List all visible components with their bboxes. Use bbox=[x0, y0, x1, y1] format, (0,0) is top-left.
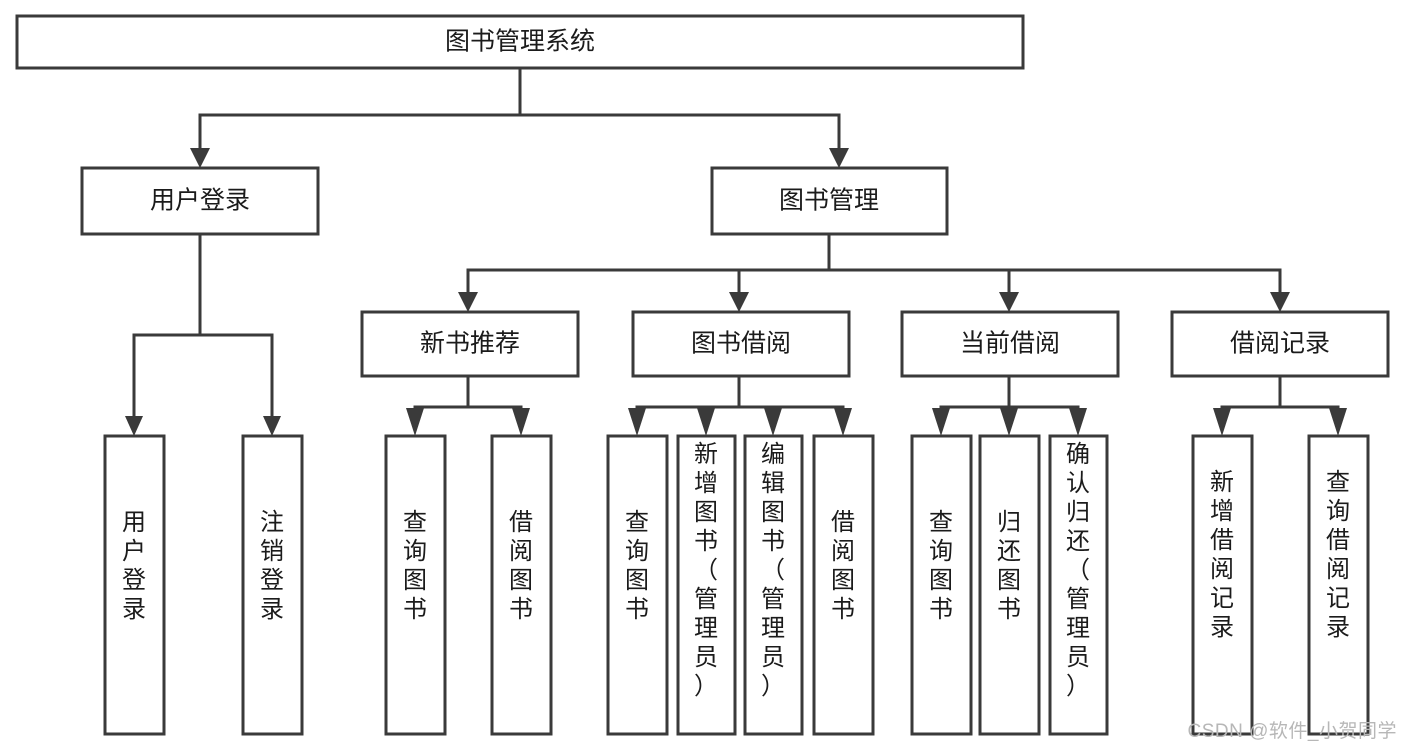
node-new-book-recommend-label: 新书推荐 bbox=[420, 330, 520, 358]
node-book-manage[interactable]: 图书管理 bbox=[710, 166, 949, 236]
node-borrow-record-label: 借阅记录 bbox=[1230, 330, 1330, 358]
leaf-node-user-login[interactable]: 用户登录 bbox=[103, 434, 166, 736]
leaf-node-return-book[interactable]: 归还图书 bbox=[978, 434, 1041, 736]
arrow-to-book-borrow bbox=[729, 292, 749, 312]
arrow-bookborrow-leaf-1 bbox=[628, 408, 646, 436]
connector-group-newbook-to-leaves bbox=[406, 374, 530, 436]
node-current-borrow-label: 当前借阅 bbox=[960, 330, 1060, 358]
leaf-node-borrow-book-1[interactable]: 借阅图书 bbox=[490, 434, 553, 736]
leaf-node-return-book-label: 归还图书 bbox=[997, 509, 1021, 623]
leaf-node-borrow-book-2-box[interactable] bbox=[812, 434, 875, 736]
leaf-node-add-borrow-record-box[interactable] bbox=[1191, 434, 1254, 736]
leaf-node-borrow-book-2[interactable]: 借阅图书 bbox=[812, 434, 875, 736]
arrow-userlogin-leaf-2 bbox=[263, 416, 281, 436]
leaf-node-edit-book-admin-label: 编辑图书（管理员） bbox=[761, 441, 785, 700]
node-root-system[interactable]: 图书管理系统 bbox=[15, 14, 1025, 70]
leaf-node-add-book-admin-box[interactable] bbox=[676, 434, 737, 736]
leaf-node-query-borrow-record-box[interactable] bbox=[1307, 434, 1370, 736]
leaf-node-query-borrow-record-label: 查询借阅记录 bbox=[1326, 469, 1350, 641]
leaf-node-add-book-admin[interactable]: 新增图书（管理员） bbox=[676, 434, 737, 736]
node-user-login-label: 用户登录 bbox=[150, 187, 250, 215]
leaf-node-query-book-3-label: 查询图书 bbox=[929, 509, 953, 623]
leaf-node-borrow-book-1-box[interactable] bbox=[490, 434, 553, 736]
leaf-node-query-book-3-box[interactable] bbox=[910, 434, 973, 736]
leaf-node-borrow-book-2-label: 借阅图书 bbox=[831, 509, 855, 623]
leaf-node-user-login-label: 用户登录 bbox=[122, 509, 146, 623]
leaf-node-user-login-box[interactable] bbox=[103, 434, 166, 736]
leaf-node-confirm-return-admin-label: 确认归还（管理员） bbox=[1066, 441, 1090, 700]
node-book-borrow[interactable]: 图书借阅 bbox=[631, 310, 851, 378]
leaf-node-edit-book-admin[interactable]: 编辑图书（管理员） bbox=[743, 434, 804, 736]
leaf-node-query-book-1-box[interactable] bbox=[384, 434, 447, 736]
node-borrow-record-box[interactable] bbox=[1170, 310, 1390, 378]
leaf-node-query-book-1-label: 查询图书 bbox=[403, 509, 427, 623]
leaf-node-logout-box[interactable] bbox=[241, 434, 304, 736]
arrow-bookborrow-leaf-3 bbox=[764, 408, 782, 436]
leaf-node-add-borrow-record-label: 新增借阅记录 bbox=[1210, 469, 1234, 641]
node-new-book-recommend[interactable]: 新书推荐 bbox=[360, 310, 580, 378]
leaf-node-confirm-return-admin-box[interactable] bbox=[1048, 434, 1109, 736]
leaf-node-query-book-2[interactable]: 查询图书 bbox=[606, 434, 669, 736]
node-root-system-label: 图书管理系统 bbox=[445, 28, 595, 56]
leaf-node-query-book-2-box[interactable] bbox=[606, 434, 669, 736]
connector-group-bookmanage-to-level3 bbox=[458, 232, 1290, 312]
arrow-newbook-leaf-2 bbox=[512, 408, 530, 436]
connector-group-currentborrow-to-leaves bbox=[932, 374, 1087, 436]
node-current-borrow-box[interactable] bbox=[900, 310, 1120, 378]
arrow-currentborrow-leaf-2 bbox=[1000, 408, 1018, 436]
arrow-borrowrecord-leaf-2 bbox=[1329, 408, 1347, 436]
arrow-currentborrow-leaf-1 bbox=[932, 408, 950, 436]
node-root-system-box[interactable] bbox=[15, 14, 1025, 70]
leaf-node-query-book-2-label: 查询图书 bbox=[625, 509, 649, 623]
arrow-userlogin-leaf-1 bbox=[125, 416, 143, 436]
connector-group-bookborrow-to-leaves bbox=[628, 374, 852, 436]
leaf-node-confirm-return-admin[interactable]: 确认归还（管理员） bbox=[1048, 434, 1109, 736]
leaf-node-borrow-book-1-label: 借阅图书 bbox=[509, 509, 533, 623]
leaf-node-return-book-box[interactable] bbox=[978, 434, 1041, 736]
arrow-to-book-manage bbox=[829, 148, 849, 168]
leaf-node-add-book-admin-label: 新增图书（管理员） bbox=[694, 441, 718, 700]
node-user-login[interactable]: 用户登录 bbox=[80, 166, 320, 236]
connector-group-borrowrecord-to-leaves bbox=[1213, 374, 1347, 436]
arrow-borrowrecord-leaf-1 bbox=[1213, 408, 1231, 436]
arrow-to-user-login bbox=[190, 148, 210, 168]
node-book-borrow-label: 图书借阅 bbox=[691, 330, 791, 358]
arrow-bookborrow-leaf-4 bbox=[834, 408, 852, 436]
arrow-newbook-leaf-1 bbox=[406, 408, 424, 436]
node-new-book-recommend-box[interactable] bbox=[360, 310, 580, 378]
node-borrow-record[interactable]: 借阅记录 bbox=[1170, 310, 1390, 378]
node-book-manage-box[interactable] bbox=[710, 166, 949, 236]
arrow-currentborrow-leaf-3 bbox=[1069, 408, 1087, 436]
node-book-borrow-box[interactable] bbox=[631, 310, 851, 378]
leaf-node-add-borrow-record[interactable]: 新增借阅记录 bbox=[1191, 434, 1254, 736]
connector-group-root-to-level2 bbox=[190, 66, 849, 168]
node-current-borrow[interactable]: 当前借阅 bbox=[900, 310, 1120, 378]
node-user-login-box[interactable] bbox=[80, 166, 320, 236]
connector-group-userlogin-to-leaves bbox=[125, 232, 281, 436]
leaf-node-query-borrow-record[interactable]: 查询借阅记录 bbox=[1307, 434, 1370, 736]
arrow-to-new-book bbox=[458, 292, 478, 312]
arrow-bookborrow-leaf-2 bbox=[697, 408, 715, 436]
node-book-manage-label: 图书管理 bbox=[779, 187, 879, 215]
arrow-to-borrow-record bbox=[1270, 292, 1290, 312]
arrow-to-current-borrow bbox=[999, 292, 1019, 312]
csdn-watermark: CSDN @软件_小贺同学 bbox=[1187, 721, 1397, 742]
leaf-node-query-book-3[interactable]: 查询图书 bbox=[910, 434, 973, 736]
leaf-node-logout[interactable]: 注销登录 bbox=[241, 434, 304, 736]
leaf-node-query-book-1[interactable]: 查询图书 bbox=[384, 434, 447, 736]
leaf-node-edit-book-admin-box[interactable] bbox=[743, 434, 804, 736]
leaf-node-logout-label: 注销登录 bbox=[260, 509, 284, 623]
